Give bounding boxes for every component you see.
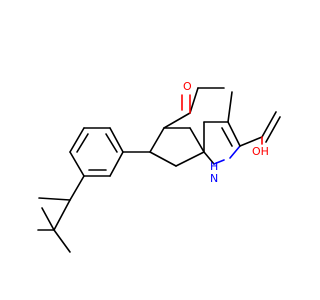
bond (229, 145, 241, 159)
bond (109, 151, 124, 177)
bond (227, 91, 233, 123)
bond (239, 136, 263, 147)
bond (53, 229, 71, 253)
structure-canvas: O OH H N (37, 80, 281, 253)
bond (69, 175, 85, 201)
bond (149, 151, 177, 167)
bond (163, 112, 191, 129)
ring-nitrogen-label: H N (210, 160, 219, 185)
bond (69, 151, 85, 177)
bond (38, 197, 71, 201)
ketone-oxygen-label: O (183, 80, 192, 93)
molecule-structure (37, 87, 281, 253)
bond (265, 116, 281, 143)
bond (261, 111, 277, 138)
acid-hydroxyl-label: OH (252, 145, 269, 158)
bond (109, 127, 124, 153)
bond (189, 127, 205, 153)
bond (76, 133, 89, 153)
bond (175, 151, 205, 167)
bond (221, 127, 233, 147)
bond (203, 151, 215, 165)
bond (53, 199, 71, 231)
bond (105, 133, 118, 153)
bond (69, 127, 85, 153)
bond (227, 121, 241, 147)
bond (149, 127, 165, 153)
bond (189, 87, 199, 114)
bond (41, 207, 55, 231)
bond (213, 159, 225, 165)
